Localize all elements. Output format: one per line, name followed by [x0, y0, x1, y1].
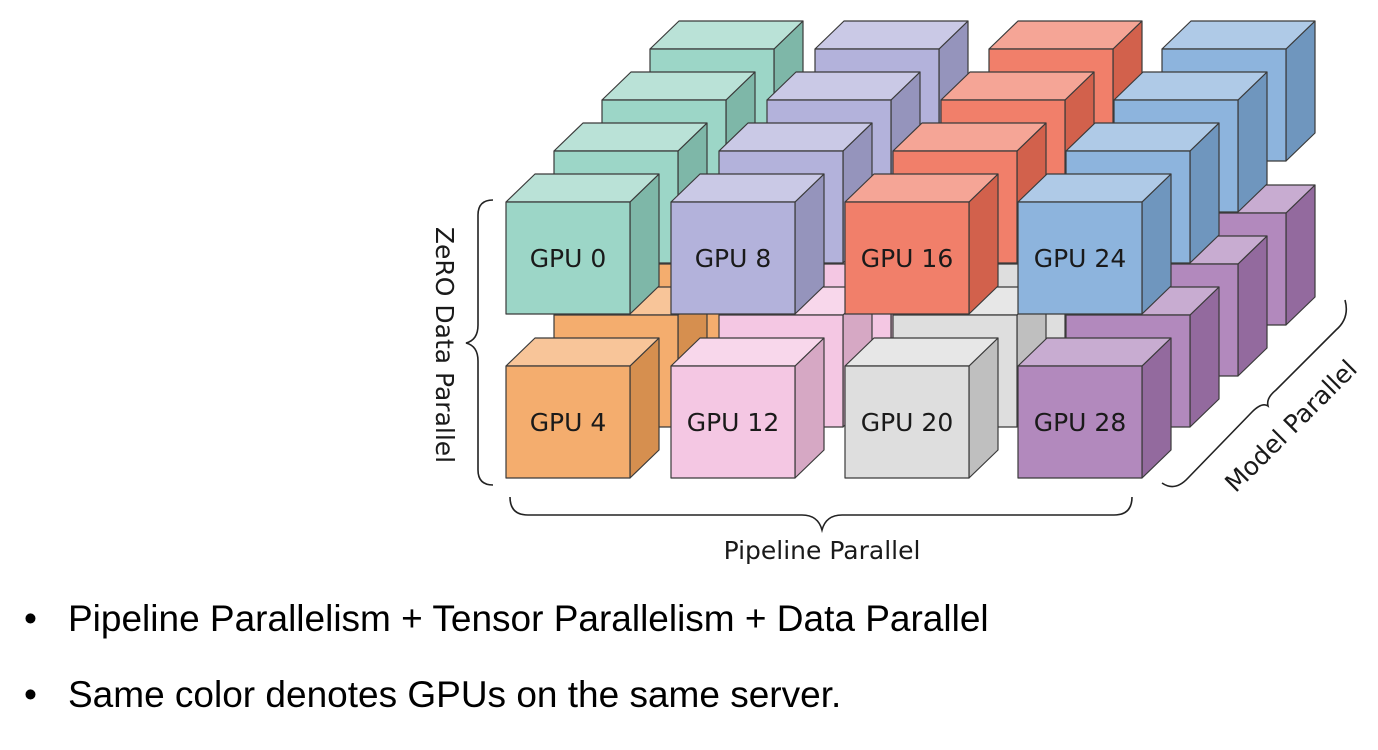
gpu-cube: GPU 12: [670, 337, 825, 479]
gpu-label: GPU 16: [861, 244, 954, 273]
bullet-item: • Pipeline Parallelism + Tensor Parallel…: [18, 598, 1358, 674]
cube-front-face: [670, 365, 796, 479]
bullet-marker: •: [24, 598, 37, 639]
bullet-item: • Same color denotes GPUs on the same se…: [18, 674, 1358, 750]
pipeline-parallel-axis-label: Pipeline Parallel: [724, 536, 921, 565]
cube-front-face: [1017, 201, 1143, 315]
bullet-text: Pipeline Parallelism + Tensor Parallelis…: [68, 598, 989, 639]
bullet-list: • Pipeline Parallelism + Tensor Parallel…: [18, 598, 1358, 750]
gpu-cube: GPU 24: [1017, 173, 1172, 315]
gpu-label: GPU 4: [530, 408, 607, 437]
gpu-cube-grid: GPU 28 GPU 20 GPU 12 GPU 4 GPU 24 GPU 16 GPU 8…: [505, 20, 1316, 479]
gpu-label: GPU 8: [695, 244, 772, 273]
cube-front-face: [505, 201, 631, 315]
pipeline-parallel-brace: [509, 496, 1133, 534]
gpu-cube: GPU 16: [844, 173, 999, 315]
cube-front-face: [670, 201, 796, 315]
bullet-marker: •: [24, 674, 37, 715]
gpu-label: GPU 12: [687, 408, 780, 437]
cube-front-face: [1017, 365, 1143, 479]
gpu-label: GPU 0: [530, 244, 607, 273]
gpu-cube: GPU 0: [505, 173, 660, 315]
gpu-cube: GPU 28: [1017, 337, 1172, 479]
gpu-cube: GPU 4: [505, 337, 660, 479]
cube-front-face: [844, 201, 970, 315]
cube-front-face: [844, 365, 970, 479]
data-parallel-brace: [465, 199, 494, 486]
gpu-cube: GPU 8: [670, 173, 825, 315]
gpu-label: GPU 24: [1034, 244, 1127, 273]
gpu-label: GPU 28: [1034, 408, 1127, 437]
gpu-label: GPU 20: [861, 408, 954, 437]
gpu-cube: GPU 20: [844, 337, 999, 479]
model-parallel-brace: [1161, 299, 1348, 488]
data-parallel-axis-label: ZeRO Data Parallel: [430, 227, 459, 463]
bullet-text: Same color denotes GPUs on the same serv…: [68, 674, 842, 715]
parallelism-cube-diagram: GPU 28 GPU 20 GPU 12 GPU 4 GPU 24 GPU 16 GPU 8…: [430, 20, 1363, 565]
cube-front-face: [505, 365, 631, 479]
